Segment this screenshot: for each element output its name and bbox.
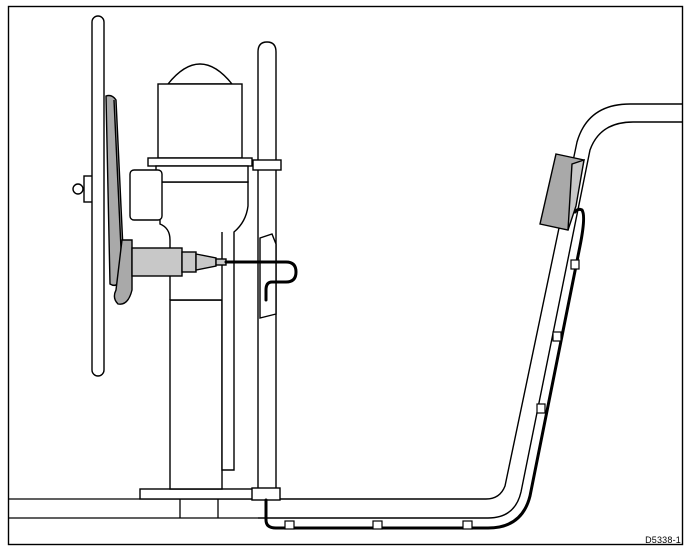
interface-cable [224, 207, 586, 530]
cable-clip [570, 259, 580, 270]
cable-clips [284, 259, 580, 530]
rail-display-unit [539, 153, 585, 231]
compass-binnacle [147, 63, 253, 183]
figure-border [7, 5, 684, 546]
cable-clip [536, 403, 546, 414]
cable-clip [372, 520, 383, 530]
cable-clip [284, 520, 295, 530]
remote-handset [113, 239, 197, 305]
deck [9, 498, 258, 519]
cable-clip [552, 331, 562, 342]
mounting-bracket [251, 159, 282, 501]
cable-clip [462, 520, 473, 530]
steering-wheel [91, 15, 125, 377]
pushpit-rail [258, 103, 682, 519]
figure-reference-code: D5338-1 [645, 535, 681, 545]
handset-connector-plug [195, 253, 227, 271]
pedestal-base [139, 299, 255, 500]
